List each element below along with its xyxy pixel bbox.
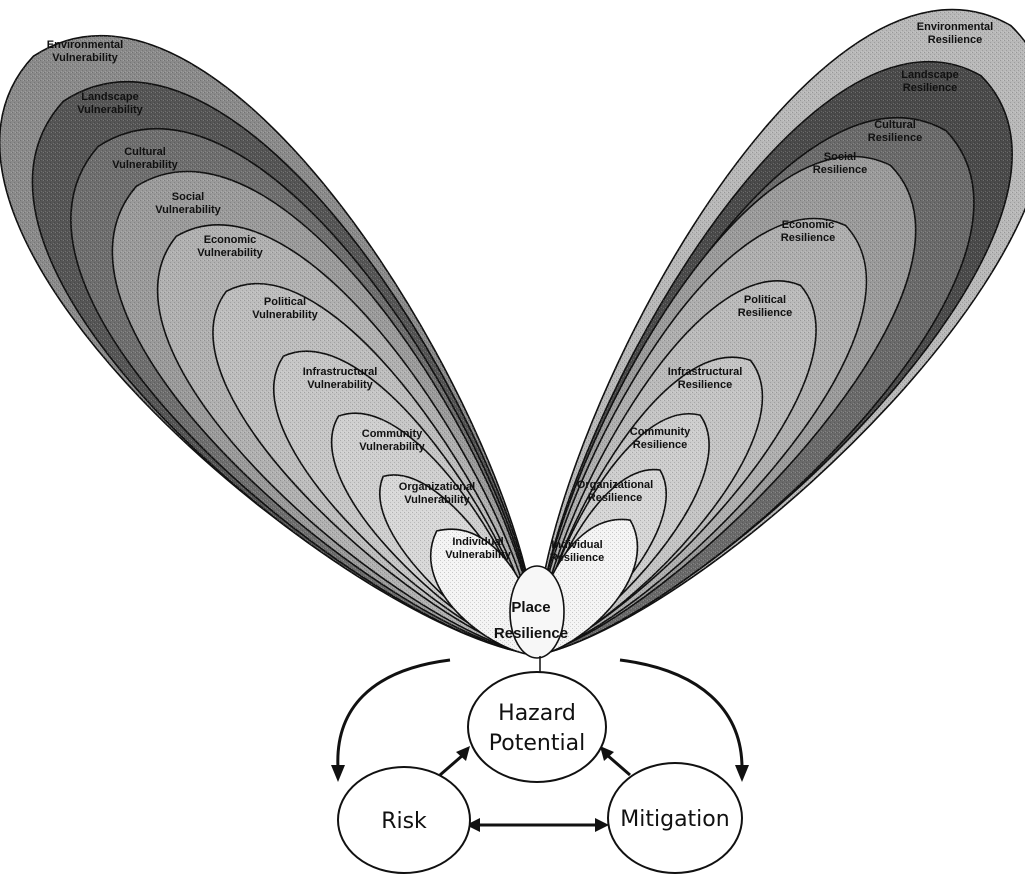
vulnerability-label-social-line1: Social	[172, 191, 204, 203]
vulnerability-label-political-line1: Political	[264, 296, 306, 308]
resilience-label-individual-line1: Individual	[551, 539, 602, 551]
vulnerability-wing: EnvironmentalVulnerabilityLandscapeVulne…	[0, 36, 538, 655]
vulnerability-label-cultural-line2: Vulnerability	[112, 159, 178, 171]
risk-node: Risk	[338, 767, 470, 873]
vulnerability-label-landscape-line2: Vulnerability	[77, 104, 143, 116]
resilience-label-economic-line1: Economic	[782, 219, 835, 231]
hazard-potential-ellipse	[468, 672, 606, 782]
vulnerability-label-infrastructural-line2: Vulnerability	[307, 379, 373, 391]
arrowhead-mitigation	[735, 765, 749, 782]
vulnerability-label-social-line2: Vulnerability	[155, 204, 221, 216]
resilience-label-landscape-line1: Landscape	[901, 69, 958, 81]
vulnerability-label-economic-line2: Vulnerability	[197, 247, 263, 259]
resilience-label-cultural-line1: Cultural	[874, 119, 916, 131]
arrowhead-right	[595, 818, 609, 832]
resilience-label-infrastructural-line2: Resilience	[678, 379, 732, 391]
place-label-line1: Place	[511, 599, 550, 616]
resilience-label-political-line2: Resilience	[738, 307, 792, 319]
vulnerability-label-political-line2: Vulnerability	[252, 309, 318, 321]
resilience-label-community-line2: Resilience	[633, 439, 687, 451]
resilience-wing: EnvironmentalResilienceLandscapeResilien…	[535, 10, 1025, 655]
vulnerability-label-cultural-line1: Cultural	[124, 146, 166, 158]
vulnerability-label-community-line1: Community	[362, 428, 423, 440]
vulnerability-label-environmental-line2: Vulnerability	[52, 52, 118, 64]
resilience-label-social-line2: Resilience	[813, 164, 867, 176]
resilience-label-cultural-line2: Resilience	[868, 132, 922, 144]
resilience-label-environmental-line1: Environmental	[917, 21, 993, 33]
vulnerability-label-landscape-line1: Landscape	[81, 91, 138, 103]
hazard-potential-node: Hazard Potential	[468, 672, 606, 782]
vulnerability-label-economic-line1: Economic	[204, 234, 257, 246]
hazard-label-line2: Potential	[489, 731, 585, 756]
resilience-label-individual-line2: Resilience	[550, 552, 604, 564]
arrow-mitigation-to-hazard	[607, 755, 630, 775]
mitigation-node: Mitigation	[608, 763, 742, 873]
place-label-line2: Resilience	[494, 625, 568, 642]
resilience-label-landscape-line2: Resilience	[903, 82, 957, 94]
vulnerability-label-individual-line2: Vulnerability	[445, 549, 511, 561]
vulnerability-label-infrastructural-line1: Infrastructural	[303, 366, 378, 378]
curved-arrow-to-mitigation	[620, 660, 742, 768]
mitigation-label: Mitigation	[620, 807, 729, 832]
resilience-label-economic-line2: Resilience	[781, 232, 835, 244]
vulnerability-label-organizational-line1: Organizational	[399, 481, 475, 493]
resilience-label-social-line1: Social	[824, 151, 856, 163]
resilience-label-community-line1: Community	[630, 426, 691, 438]
arrowhead-risk	[331, 765, 345, 782]
vulnerability-label-environmental-line1: Environmental	[47, 39, 123, 51]
hazard-label-line1: Hazard	[498, 701, 576, 726]
resilience-label-political-line1: Political	[744, 294, 786, 306]
resilience-label-environmental-line2: Resilience	[928, 34, 982, 46]
vulnerability-label-organizational-line2: Vulnerability	[404, 494, 470, 506]
resilience-label-infrastructural-line1: Infrastructural	[668, 366, 743, 378]
resilience-label-organizational-line1: Organizational	[577, 479, 653, 491]
curved-arrow-to-risk	[338, 660, 450, 768]
arrow-risk-to-hazard	[440, 755, 463, 775]
risk-label: Risk	[381, 809, 427, 834]
resilience-label-organizational-line2: Resilience	[588, 492, 642, 504]
vulnerability-label-community-line2: Vulnerability	[359, 441, 425, 453]
vulnerability-label-individual-line1: Individual	[452, 536, 503, 548]
